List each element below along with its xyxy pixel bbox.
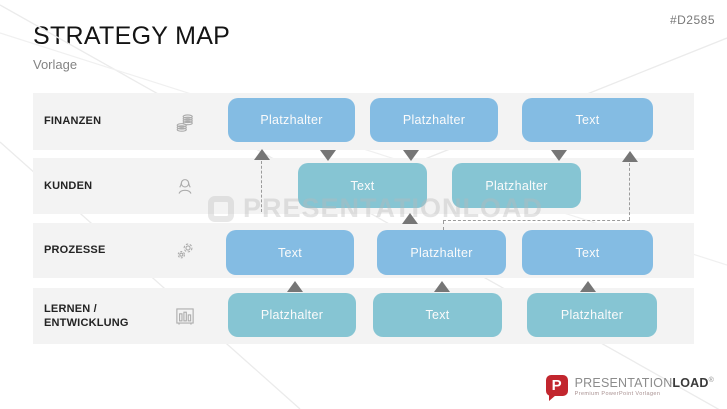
brand-name: PRESENTATIONLOAD® xyxy=(574,375,714,390)
arrow-down-icon xyxy=(551,150,567,161)
placeholder-box[interactable]: Platzhalter xyxy=(370,98,498,142)
customer-person-icon xyxy=(172,173,198,199)
dashed-connector xyxy=(443,221,444,230)
brand-tagline: Premium PowerPoint Vorlagen xyxy=(574,391,661,397)
box-label: Platzhalter xyxy=(402,113,466,127)
page-title: STRATEGY MAP xyxy=(33,22,231,50)
arrow-down-icon xyxy=(320,150,336,161)
placeholder-box[interactable]: Text xyxy=(298,163,427,208)
page-subtitle: Vorlage xyxy=(33,57,78,72)
row-label-lernen-entwicklung: LERNEN / ENTWICKLUNG xyxy=(44,302,129,329)
brand-logo: P PRESENTATIONLOAD® Premium PowerPoint V… xyxy=(545,374,714,401)
box-label: Text xyxy=(575,113,600,127)
registered-mark: ® xyxy=(708,376,714,384)
box-label: Platzhalter xyxy=(260,308,324,322)
brand-text: PRESENTATIONLOAD® Premium PowerPoint Vor… xyxy=(574,375,714,397)
arrow-up-icon xyxy=(254,149,270,160)
slide-code: #D2585 xyxy=(669,13,715,27)
arrow-down-icon xyxy=(403,150,419,161)
coins-icon xyxy=(172,109,198,135)
brand-part2: LOAD xyxy=(672,375,709,390)
placeholder-box[interactable]: Text xyxy=(226,230,354,275)
row-label-prozesse: PROZESSE xyxy=(44,244,106,257)
placeholder-box[interactable]: Text xyxy=(522,98,653,142)
box-label: Platzhalter xyxy=(410,245,473,260)
box-label: Text xyxy=(277,245,303,260)
box-label: Text xyxy=(425,308,450,322)
arrow-up-icon xyxy=(622,151,638,162)
placeholder-box[interactable]: Platzhalter xyxy=(527,293,657,337)
arrow-up-icon xyxy=(580,281,596,292)
box-label: Text xyxy=(350,178,375,193)
brand-part1: PRESENTATION xyxy=(574,375,673,390)
box-label: Platzhalter xyxy=(560,308,624,322)
placeholder-box[interactable]: Platzhalter xyxy=(452,163,581,208)
placeholder-box[interactable]: Text xyxy=(522,230,653,275)
gears-icon xyxy=(172,238,198,264)
bar-chart-icon xyxy=(172,303,198,329)
arrow-up-icon xyxy=(434,281,450,292)
dashed-connector xyxy=(443,220,630,221)
box-label: Text xyxy=(575,245,600,260)
placeholder-box[interactable]: Text xyxy=(373,293,502,337)
arrow-up-icon xyxy=(287,281,303,292)
placeholder-box[interactable]: Platzhalter xyxy=(228,293,356,337)
arrow-up-icon xyxy=(402,213,418,224)
box-label: Platzhalter xyxy=(485,178,548,193)
placeholder-box[interactable]: Platzhalter xyxy=(377,230,506,275)
dashed-connector xyxy=(629,163,630,220)
box-label: Platzhalter xyxy=(260,113,323,127)
dashed-connector xyxy=(261,161,262,212)
placeholder-box[interactable]: Platzhalter xyxy=(228,98,355,142)
logo-letter: P xyxy=(551,376,562,394)
row-label-kunden: KUNDEN xyxy=(44,179,93,192)
presentationload-logo-icon: P xyxy=(545,374,568,401)
row-label-finanzen: FINANZEN xyxy=(44,115,102,128)
